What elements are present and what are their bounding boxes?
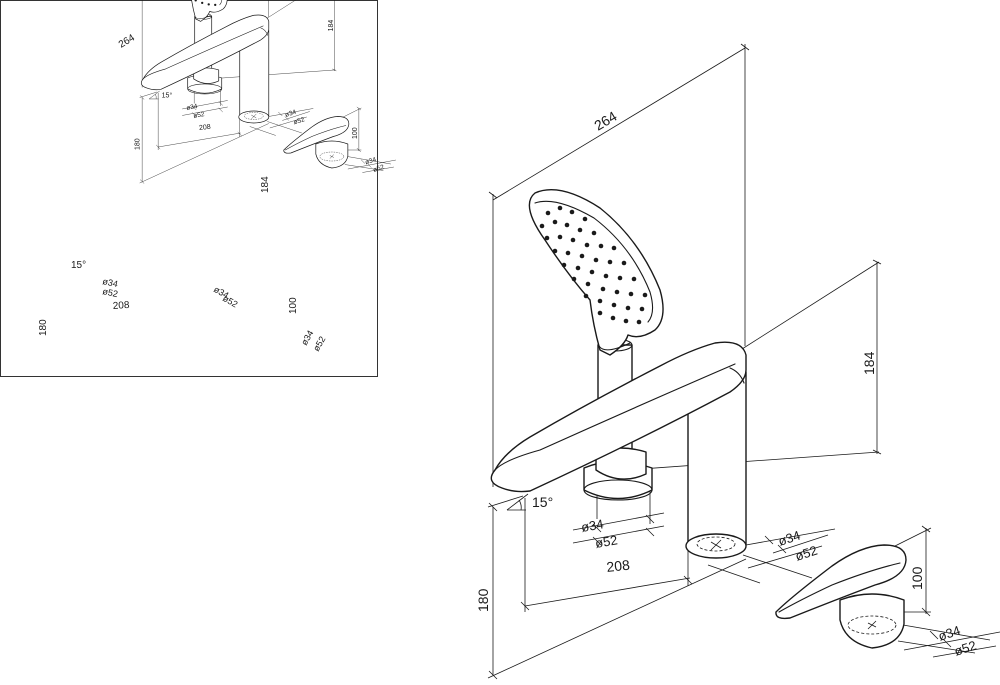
dim-d52-base: ø52 xyxy=(793,543,819,564)
dim-184: 184 xyxy=(861,351,877,375)
thumb-dim-d52-mixer: ø52 xyxy=(311,335,327,353)
thumb-dim-208: 208 xyxy=(112,300,130,312)
thumb-dim-184: 184 xyxy=(260,176,271,193)
thumb-dim-d34-spout: ø34 xyxy=(102,276,119,289)
dim-15deg: 15° xyxy=(532,494,553,510)
thumbnail-frame xyxy=(0,0,378,377)
thumbnail-view: 264 184 180 208 15° ø34 ø52 ø34 ø52 100 … xyxy=(0,0,397,377)
thumbnail-dimension-text: 264 184 180 208 15° ø34 ø52 ø34 ø52 100 … xyxy=(38,32,327,353)
dim-d34-spout: ø34 xyxy=(580,516,605,535)
mixer xyxy=(775,544,907,649)
dim-208: 208 xyxy=(606,557,631,575)
thumb-dim-180: 180 xyxy=(38,319,49,336)
thumb-dim-d52-base: ø52 xyxy=(221,293,239,309)
thumb-dim-15deg: 15° xyxy=(71,260,86,271)
dim-d52-mixer: ø52 xyxy=(952,638,978,659)
dim-180: 180 xyxy=(475,588,491,612)
dim-264: 264 xyxy=(591,108,619,134)
shower-spray-nozzles xyxy=(539,205,648,325)
spout xyxy=(490,341,747,559)
dim-d34-mixer: ø34 xyxy=(936,623,962,644)
thumb-dim-d52-spout: ø52 xyxy=(102,286,119,299)
thumb-dim-264: 264 xyxy=(117,32,137,50)
thumb-dim-100: 100 xyxy=(288,297,299,314)
dim-100: 100 xyxy=(909,566,925,590)
main-view: 264 184 180 208 15° ø34 ø52 ø34 ø52 100 … xyxy=(475,43,1000,680)
dim-d34-base: ø34 xyxy=(776,528,802,549)
dim-d52-spout: ø52 xyxy=(594,532,619,551)
main-dimension-text: 264 184 180 208 15° ø34 ø52 ø34 ø52 100 … xyxy=(475,108,978,659)
